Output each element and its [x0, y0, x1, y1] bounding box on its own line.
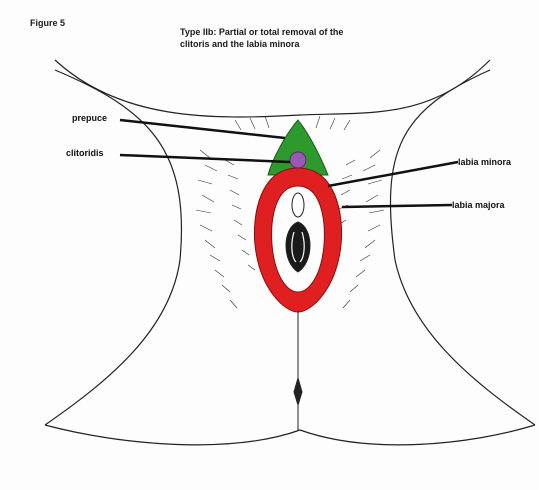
body-outline-top [55, 60, 490, 117]
leader-line-labia-majora [342, 205, 452, 207]
label-prepuce: prepuce [72, 113, 107, 123]
right-thigh-outline [390, 70, 535, 425]
label-clitoridis: clitoridis [66, 148, 104, 158]
label-labia-majora: labia majora [452, 200, 505, 210]
leader-line-clitoridis [120, 155, 290, 162]
anus-mark [294, 378, 302, 405]
buttock-curve [45, 425, 535, 445]
urethral-opening [292, 193, 304, 217]
clitoris-region [290, 152, 306, 168]
leader-line-labia-minora [328, 162, 458, 186]
label-labia-minora: labia minora [458, 157, 511, 167]
leader-line-prepuce [120, 120, 285, 138]
vaginal-opening [286, 222, 310, 272]
